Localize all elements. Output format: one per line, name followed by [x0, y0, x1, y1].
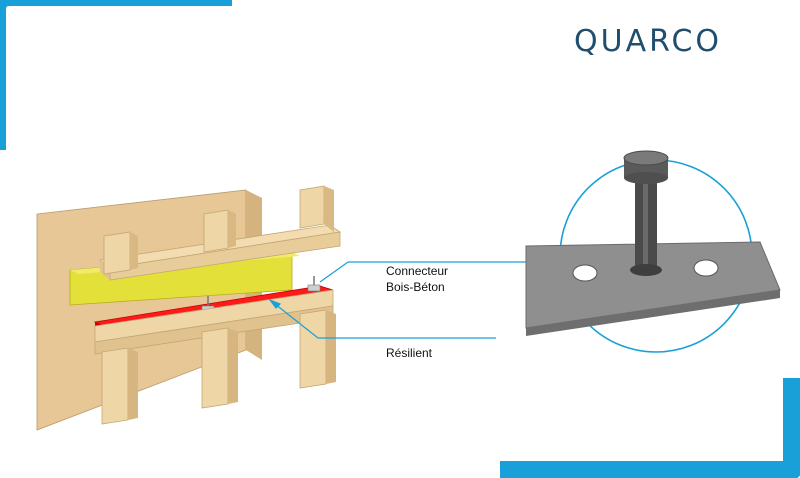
- connector-label: Connecteur Bois-Béton: [386, 263, 506, 295]
- upper-joists: [99, 185, 342, 281]
- connector-label-line2: Bois-Béton: [386, 280, 445, 294]
- callout-lines: [268, 261, 532, 339]
- top-left-corner-decoration: [0, 0, 232, 150]
- resilient-label: Résilient: [386, 346, 433, 360]
- quarco-logo: QUARCO: [574, 24, 723, 59]
- bottom-right-corner-decoration: [500, 378, 800, 478]
- connector-detail: [525, 150, 781, 353]
- connector-label-line1: Connecteur: [386, 264, 449, 278]
